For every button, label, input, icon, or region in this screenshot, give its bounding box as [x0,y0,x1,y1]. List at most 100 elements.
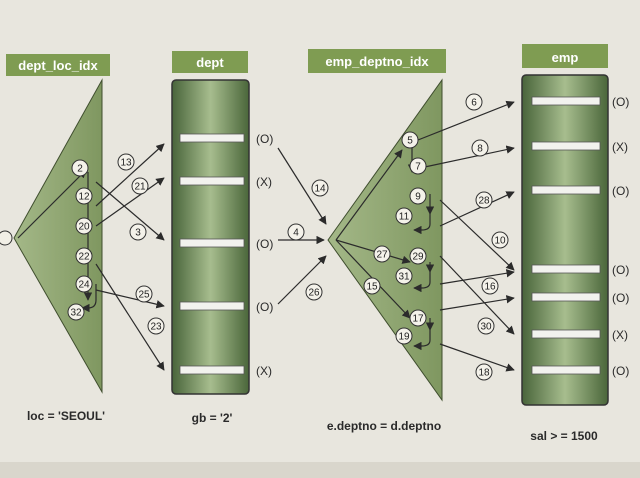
page-bottom-edge [0,462,640,478]
step-circle: 10 [491,231,509,249]
step-number: 27 [376,250,388,261]
emp-row-mark: (O) [612,95,629,109]
step-circle: 23 [147,317,165,335]
header-emp: emp [522,44,608,68]
step-circle: 25 [135,285,153,303]
step-number: 3 [135,228,141,239]
step-circle: 4 [287,223,305,241]
step-number: 13 [120,158,132,169]
step-number: 16 [484,282,496,293]
step-number: 11 [399,212,410,223]
emp-row-mark: (X) [612,140,628,154]
arrow-idx-scan-g [413,330,431,351]
step-circle: 24 [75,275,93,293]
header-dept-label: dept [196,55,224,70]
arrow-idx-root-2 [335,239,411,264]
step-number: 30 [480,322,492,333]
step-number: 12 [78,192,90,203]
arrow-idx-to-emp-1 [417,100,515,141]
arrow-idx-to-emp-3 [439,191,515,227]
step-number: 24 [78,280,90,291]
dept-row-slot [179,365,245,375]
emp-row-slots: (O) (X) (O) (O) (O) (X) (O) [531,95,629,378]
emp-row-slot [531,185,601,195]
arrow-idx-root-1 [335,149,403,241]
step-number: 4 [293,228,299,239]
step-circle: 19 [395,327,413,345]
emp-row-slot [531,292,601,302]
step-number: 31 [398,272,410,283]
step-number: 5 [407,136,413,147]
dept-row-mark: (X) [256,175,272,189]
header-emp-deptno-idx: emp_deptno_idx [308,49,446,73]
step-circle: 27 [373,245,391,263]
step-number: 20 [78,222,90,233]
emp-row-mark: (O) [612,263,629,277]
dept-row-mark: (X) [256,364,272,378]
header-emp-deptno-idx-label: emp_deptno_idx [325,54,429,69]
step-circle: 14 [311,179,329,197]
dept-row-mark: (O) [256,237,273,251]
emp-row-slot [531,329,601,339]
emp-row-mark: (O) [612,184,629,198]
step-circle: 31 [395,267,413,285]
arrow-loc-to-dept-5 [95,263,165,371]
emp-row-mark: (O) [612,364,629,378]
emp-row-slot [531,365,601,375]
entry-point-marker [0,230,13,246]
arrow-idx-to-emp-2 [419,145,515,169]
condition-sal: sal > = 1500 [530,429,598,443]
emp-row-slot [531,264,601,274]
step-circle: 7 [409,157,427,175]
step-circle: 5 [401,131,419,149]
arrow-idx-scan-c [413,214,431,235]
step-number: 17 [412,314,424,325]
step-circle: 28 [475,191,493,209]
step-circle: 9 [409,187,427,205]
step-circle: 12 [75,187,93,205]
step-circle: 13 [117,153,135,171]
emp-row-mark: (O) [612,291,629,305]
step-circle: 30 [477,317,495,335]
step-number: 8 [477,144,483,155]
step-circle: 6 [465,93,483,111]
arrow-loc-to-dept-2 [95,177,165,227]
dept-row-mark: (O) [256,300,273,314]
arrow-idx-to-emp-8 [439,343,515,372]
step-number: 28 [478,196,490,207]
step-number: 26 [308,288,320,299]
header-dept: dept [172,51,248,73]
step-circle: 16 [481,277,499,295]
dept-row-mark: (O) [256,132,273,146]
step-number: 21 [134,182,146,193]
emp-row-mark: (X) [612,328,628,342]
step-number: 7 [415,162,421,173]
dept-table [171,79,250,395]
dept-row-slot [179,133,245,143]
step-number: 25 [138,290,150,301]
step-number: 19 [398,332,410,343]
arrow-dept-to-idx-3 [277,255,327,305]
arrow-dept-to-idx-1 [277,147,327,225]
emp-row-slot [531,96,601,106]
dept-row-slot [179,176,245,186]
step-number: 18 [478,368,490,379]
step-circle: 29 [409,247,427,265]
step-circle: 17 [409,309,427,327]
step-circle: 18 [475,363,493,381]
arrow-loc-to-dept-3 [95,181,165,241]
step-number: 29 [412,252,424,263]
header-dept-loc-idx: dept_loc_idx [6,54,110,76]
arrow-idx-to-emp-6 [439,255,515,335]
emp-row-slot [531,141,601,151]
step-circle: 3 [129,223,147,241]
step-circle: 8 [471,139,489,157]
step-circle: 32 [67,303,85,321]
step-number: 10 [494,236,506,247]
step-number: 23 [150,322,162,333]
step-circle: 15 [363,277,381,295]
step-circle: 21 [131,177,149,195]
step-number: 15 [366,282,378,293]
condition-gb: gb = '2' [192,411,233,425]
